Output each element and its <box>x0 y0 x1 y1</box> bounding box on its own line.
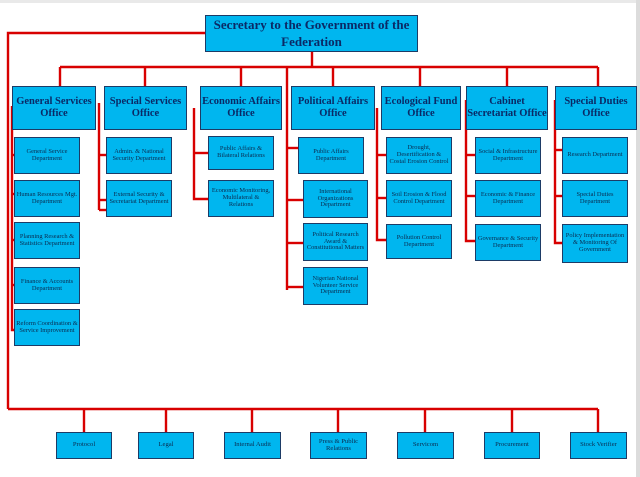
dept-label: Human Resources Mgt. Department <box>16 190 78 205</box>
unit-label: Internal Audit <box>234 441 271 449</box>
dept-box: Soil Erosion & Flood Control Department <box>386 180 452 217</box>
dept-label: External Security & Secretariat Departme… <box>109 190 169 205</box>
dept-box: Public Affairs & Bilateral Relations <box>208 136 274 170</box>
unit-box: Press & Public Relations <box>310 432 367 459</box>
root-label: Secretary to the Government of the Feder… <box>213 17 410 49</box>
dept-box: Human Resources Mgt. Department <box>14 180 80 217</box>
dept-label: Governance & Security Department <box>477 234 539 249</box>
dept-label: Soil Erosion & Flood Control Department <box>391 190 447 205</box>
office-special-duties: Special Duties Office <box>555 86 637 130</box>
unit-label: Legal <box>158 441 174 449</box>
window-frame-top <box>0 0 640 3</box>
office-economic-affairs: Economic Affairs Office <box>200 86 282 130</box>
office-cabinet-secretariat: Cabinet Secretariat Office <box>466 86 548 130</box>
office-label: Political Affairs Office <box>297 96 369 119</box>
dept-label: International Organizations Department <box>317 187 354 209</box>
dept-box: Political Research Award & Constitutiona… <box>303 223 368 261</box>
dept-box: Economic & Finance Department <box>475 180 541 217</box>
office-label: Economic Affairs Office <box>202 96 280 119</box>
unit-box: Procurement <box>484 432 540 459</box>
dept-label: Planning Research & Statistics Departmen… <box>19 232 75 247</box>
dept-box: Reform Coordination & Service Improvemen… <box>14 309 80 346</box>
dept-label: Nigerian National Volunteer Service Depa… <box>312 274 359 296</box>
dept-label: Economic & Finance Department <box>480 190 536 205</box>
dept-label: Public Affairs Department <box>313 147 349 162</box>
dept-label: Research Department <box>567 151 623 159</box>
dept-label: Pollution Control Department <box>396 233 442 248</box>
window-frame-right <box>636 0 640 477</box>
dept-box: Economic Monitoring, Multilateral & Rela… <box>208 180 274 217</box>
dept-label: Admin. & National Security Department <box>112 147 166 162</box>
dept-box: Admin. & National Security Department <box>106 137 172 174</box>
dept-box: Planning Research & Statistics Departmen… <box>14 222 80 259</box>
dept-box: Social & Infrastructure Department <box>475 137 541 174</box>
unit-box: Legal <box>138 432 194 459</box>
dept-label: Social & Infrastructure Department <box>478 147 538 162</box>
unit-label: Press & Public Relations <box>318 437 359 452</box>
dept-box: Pollution Control Department <box>386 224 452 259</box>
unit-label: Servicom <box>412 441 439 449</box>
office-ecological-fund: Ecological Fund Office <box>381 86 461 130</box>
dept-box: Finance & Accounts Department <box>14 267 80 304</box>
dept-box: External Security & Secretariat Departme… <box>106 180 172 217</box>
unit-box: Internal Audit <box>224 432 281 459</box>
dept-box: Research Department <box>562 137 628 174</box>
office-general-services: General Services Office <box>12 86 96 130</box>
dept-label: Political Research Award & Constitutiona… <box>306 230 365 252</box>
office-label: Special Services Office <box>109 96 182 119</box>
dept-label: Policy Implementation & Monitoring Of Go… <box>565 232 625 253</box>
office-label: Special Duties Office <box>564 96 628 119</box>
dept-label: Reform Coordination & Service Improvemen… <box>16 319 78 334</box>
dept-box: Governance & Security Department <box>475 224 541 261</box>
dept-label: Special Duties Department <box>576 190 614 205</box>
unit-box: Stock Verifier <box>570 432 627 459</box>
dept-box: International Organizations Department <box>303 180 368 218</box>
unit-label: Stock Verifier <box>580 441 617 449</box>
dept-label: Drought, Desertification & Costal Erosio… <box>389 144 449 165</box>
dept-label: Public Affairs & Bilateral Relations <box>217 145 265 159</box>
office-special-services: Special Services Office <box>104 86 187 130</box>
dept-label: Economic Monitoring, Multilateral & Rela… <box>211 187 271 208</box>
dept-box: Nigerian National Volunteer Service Depa… <box>303 267 368 305</box>
dept-box: General Service Department <box>14 137 80 174</box>
dept-box: Special Duties Department <box>562 180 628 217</box>
unit-label: Procurement <box>495 441 529 449</box>
dept-box: Public Affairs Department <box>298 137 364 174</box>
office-political-affairs: Political Affairs Office <box>291 86 375 130</box>
unit-box: Protocol <box>56 432 112 459</box>
unit-box: Servicom <box>397 432 454 459</box>
office-label: Ecological Fund Office <box>384 96 458 119</box>
dept-box: Drought, Desertification & Costal Erosio… <box>386 137 452 174</box>
unit-label: Protocol <box>72 441 96 449</box>
root-to-trunk-line <box>6 31 205 409</box>
dept-label: Finance & Accounts Department <box>20 277 74 292</box>
office-label: General Services Office <box>16 96 92 119</box>
dept-label: General Service Department <box>26 147 68 162</box>
dept-box: Policy Implementation & Monitoring Of Go… <box>562 224 628 263</box>
root-box: Secretary to the Government of the Feder… <box>205 15 418 52</box>
office-label: Cabinet Secretariat Office <box>467 96 547 119</box>
